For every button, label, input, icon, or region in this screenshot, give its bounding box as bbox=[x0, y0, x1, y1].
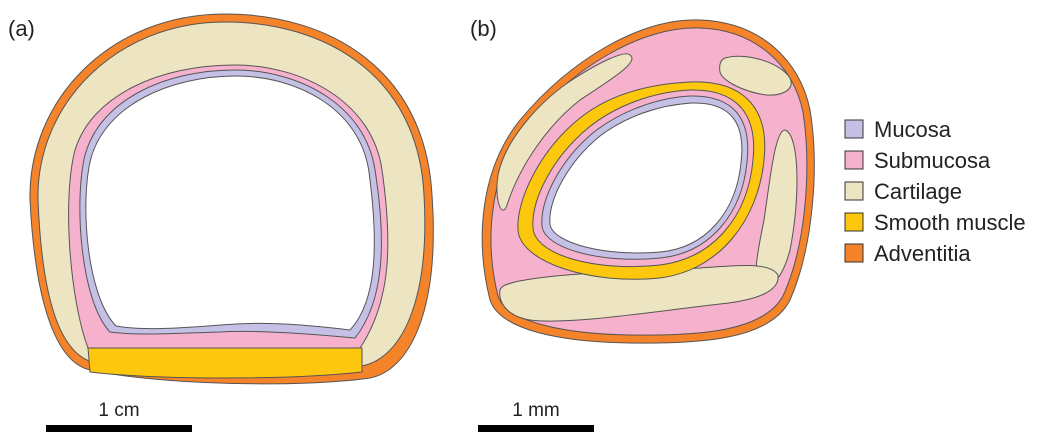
legend-swatch-mucosa bbox=[845, 120, 863, 138]
legend-item-adventitia: Adventitia bbox=[845, 241, 971, 266]
panel-a-lumen bbox=[86, 76, 374, 330]
legend-item-smooth-muscle: Smooth muscle bbox=[845, 210, 1026, 235]
legend-swatch-cartilage bbox=[845, 182, 863, 200]
panel-a-scale-bar bbox=[46, 425, 192, 432]
legend-swatch-adventitia bbox=[845, 244, 863, 262]
panel-b-label: (b) bbox=[470, 16, 497, 41]
legend-label-submucosa: Submucosa bbox=[874, 148, 991, 173]
panel-b: (b) 1 mm bbox=[470, 16, 814, 432]
panel-a-scale-label: 1 cm bbox=[98, 400, 139, 421]
legend: Mucosa Submucosa Cartilage Smooth muscle… bbox=[845, 117, 1026, 266]
legend-label-adventitia: Adventitia bbox=[874, 241, 971, 266]
panel-a-label: (a) bbox=[8, 16, 35, 41]
legend-swatch-submucosa bbox=[845, 151, 863, 169]
legend-item-mucosa: Mucosa bbox=[845, 117, 952, 142]
panel-b-scale-label: 1 mm bbox=[512, 400, 560, 421]
legend-item-submucosa: Submucosa bbox=[845, 148, 991, 173]
legend-item-cartilage: Cartilage bbox=[845, 179, 962, 204]
legend-label-smooth-muscle: Smooth muscle bbox=[874, 210, 1026, 235]
legend-label-cartilage: Cartilage bbox=[874, 179, 962, 204]
panel-b-scale-bar bbox=[478, 425, 594, 432]
panel-a: (a) 1 cm bbox=[8, 14, 433, 432]
legend-swatch-smooth-muscle bbox=[845, 213, 863, 231]
legend-label-mucosa: Mucosa bbox=[874, 117, 952, 142]
